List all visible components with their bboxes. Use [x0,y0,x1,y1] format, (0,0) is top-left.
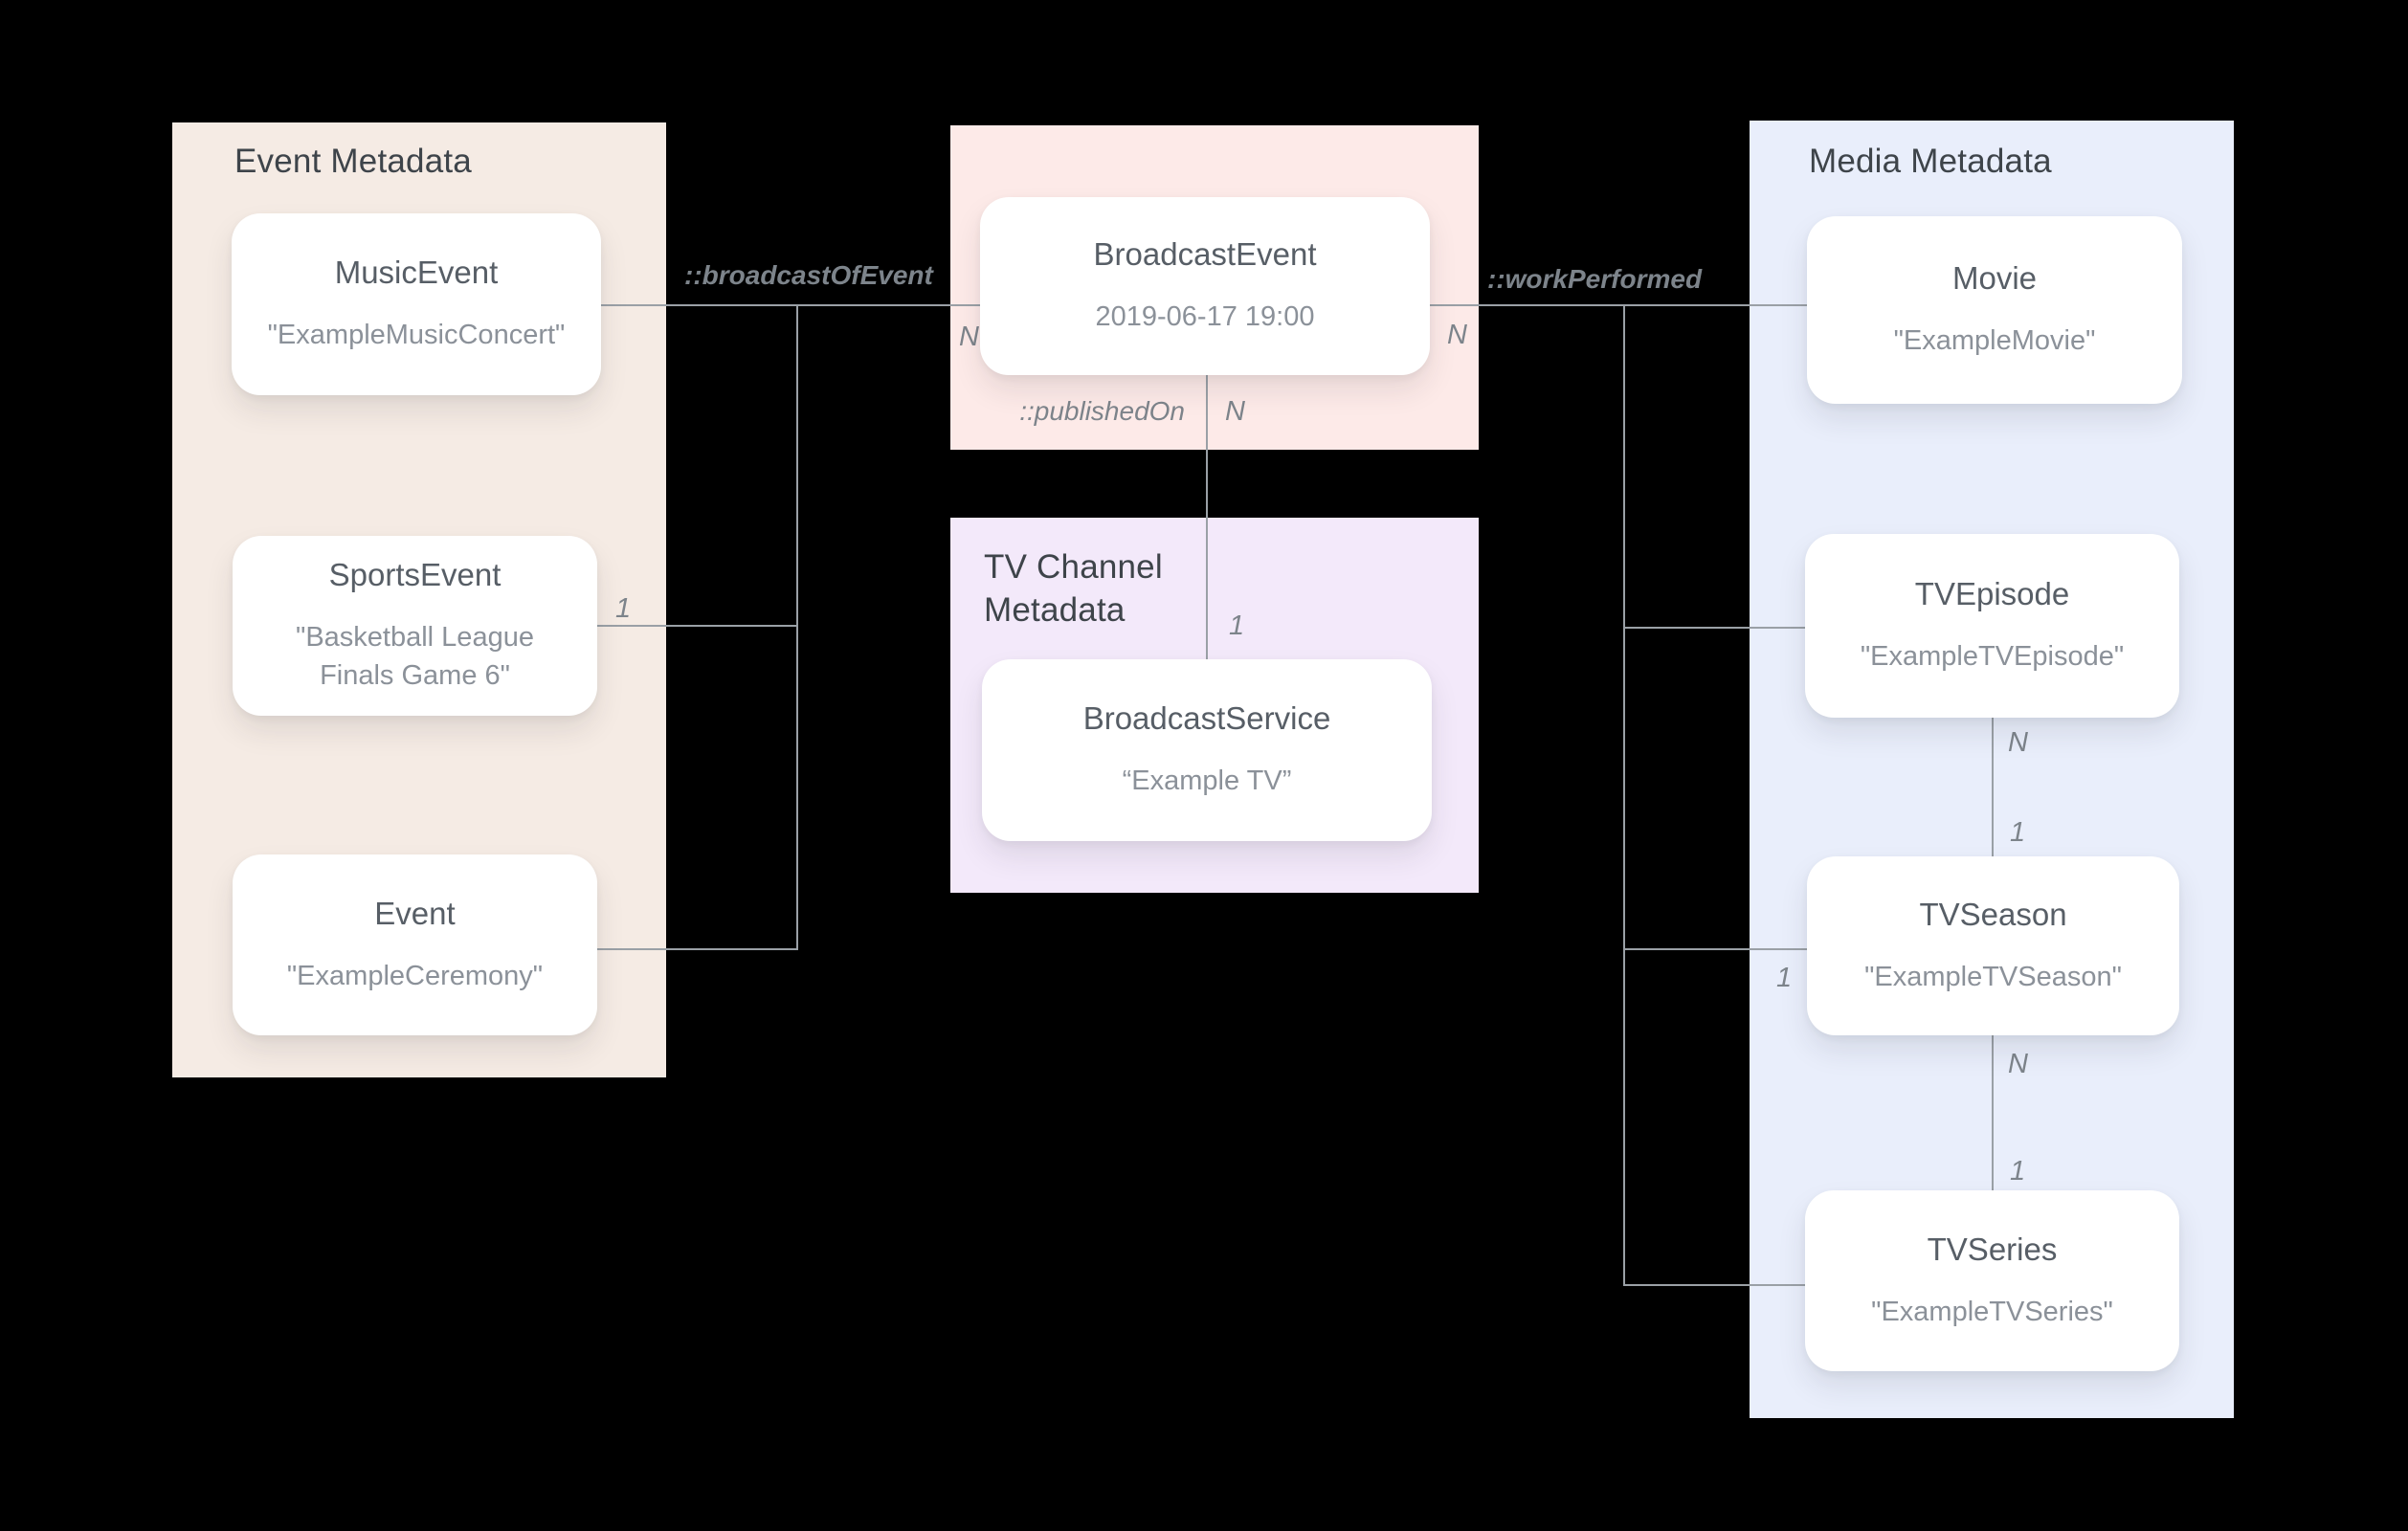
node-subtitle: "Basketball League Finals Game 6" [296,622,534,691]
workperformed-trunk-line [1623,304,1625,1286]
tv-channel-metadata-title: TV Channel Metadata [984,548,1163,629]
event-metadata-title: Event Metadata [234,143,472,180]
workperformed-tvseries-branch-line [1625,1284,1805,1286]
broadcastofevent-event-branch-line [597,948,796,950]
cardinality-season-series-1: 1 [2010,1156,2026,1187]
node-title: TVEpisode [1914,576,2070,611]
node-subtitle: 2019-06-17 19:00 [1095,301,1315,332]
node-title: Movie [1951,260,2038,296]
node-title: MusicEvent [334,255,499,290]
node-tvseries: TVSeries "ExampleTVSeries" [1805,1190,2179,1371]
workperformed-main-line [1430,304,1807,306]
node-title: BroadcastService [1082,700,1331,736]
broadcastofevent-main-line [601,304,980,306]
broadcastofevent-sportsevent-branch-line [597,625,796,627]
node-title: SportsEvent [328,557,502,592]
cardinality-broadcastofevent-n: N [959,322,979,352]
cardinality-episode-season-n: N [2008,727,2028,758]
node-movie: Movie "ExampleMovie" [1807,216,2182,404]
node-event: Event "ExampleCeremony" [233,854,597,1035]
cardinality-episode-season-1: 1 [2010,817,2026,848]
node-subtitle: "ExampleTVSeries" [1871,1296,2113,1327]
tvepisode-tvseason-line [1992,718,1994,856]
node-title: TVSeries [1927,1231,2058,1267]
tvseason-tvseries-line [1992,1035,1994,1190]
node-tvseason: TVSeason "ExampleTVSeason" [1807,856,2179,1035]
publishedon-line [1206,375,1208,659]
node-subtitle: “Example TV” [1122,766,1292,796]
cardinality-sportsevent-1: 1 [615,593,632,624]
node-subtitle: "ExampleTVEpisode" [1860,641,2125,672]
workperformed-tvseason-branch-line [1625,948,1807,950]
node-broadcastservice: BroadcastService “Example TV” [982,659,1432,841]
workperformed-label: ::workPerformed [1487,264,1703,294]
workperformed-tvepisode-branch-line [1625,627,1805,629]
cardinality-publishedon-1: 1 [1229,610,1245,641]
media-metadata-title: Media Metadata [1809,143,2052,180]
cardinality-workperformed-n: N [1447,320,1467,350]
node-title: Event [374,895,456,931]
cardinality-season-series-n: N [2008,1049,2028,1079]
node-subtitle: "ExampleMusicConcert" [267,320,566,350]
node-sportsevent: SportsEvent "Basketball League Finals Ga… [233,536,597,716]
broadcastofevent-label: ::broadcastOfEvent [684,260,933,290]
publishedon-label: ::publishedOn [1019,396,1185,426]
node-subtitle: "ExampleTVSeason" [1864,961,2122,992]
node-subtitle: "ExampleMovie" [1893,325,2096,356]
node-musicevent: MusicEvent "ExampleMusicConcert" [232,213,601,395]
node-title: BroadcastEvent [1093,236,1317,272]
node-title: TVSeason [1919,896,2067,932]
broadcastofevent-trunk-line [796,304,798,950]
cardinality-publishedon-n: N [1225,396,1245,427]
cardinality-trunk-season-1: 1 [1776,963,1793,993]
node-subtitle: "ExampleCeremony" [286,960,544,991]
node-broadcastevent: BroadcastEvent 2019-06-17 19:00 [980,197,1430,375]
node-tvepisode: TVEpisode "ExampleTVEpisode" [1805,534,2179,718]
